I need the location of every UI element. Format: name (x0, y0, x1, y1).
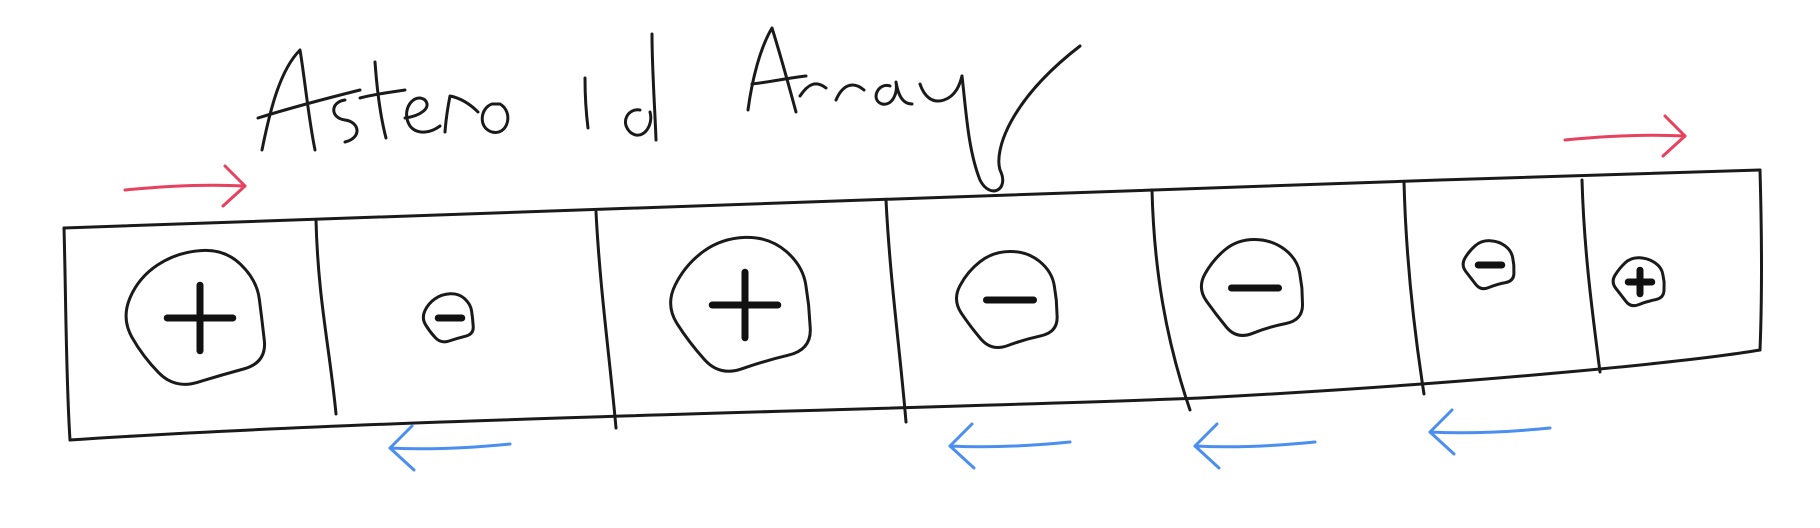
title-handwriting (256, 26, 1082, 193)
asteroid-shape (1199, 237, 1305, 337)
arrow-left-icon (1428, 408, 1552, 456)
asteroid-shape (421, 292, 475, 344)
asteroid-cell-2 (669, 235, 812, 373)
direction-arrows (123, 114, 1687, 472)
arrow-left-icon (388, 424, 512, 472)
arrow-right-icon (1563, 114, 1687, 158)
asteroid-cell-1 (421, 292, 475, 344)
cell-dividers (314, 178, 1602, 430)
asteroid-cell-6 (1611, 256, 1666, 308)
asteroid-cell-3 (955, 249, 1059, 349)
asteroid-cell-5 (1461, 239, 1516, 291)
asteroid-shape (955, 249, 1059, 349)
asteroid-shape (124, 248, 267, 386)
arrow-right-icon (123, 164, 247, 208)
asteroid-shape (1461, 239, 1516, 291)
asteroid-cell-0 (124, 248, 267, 386)
array-outline (62, 168, 1763, 442)
asteroid-shape (1611, 256, 1666, 308)
asteroid-cells (124, 235, 1666, 386)
asteroid-shape (669, 235, 812, 373)
asteroid-cell-4 (1199, 237, 1305, 337)
arrow-left-icon (948, 422, 1072, 470)
arrow-left-icon (1193, 422, 1317, 470)
